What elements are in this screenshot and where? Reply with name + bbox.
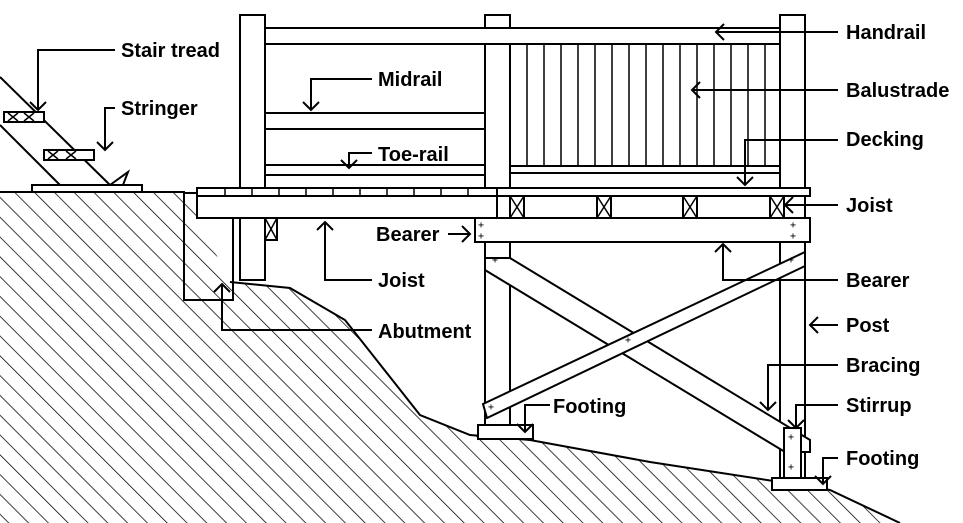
label-bearer-left: Bearer bbox=[376, 224, 440, 246]
label-bracing: Bracing bbox=[846, 355, 920, 377]
right-post bbox=[779, 14, 806, 486]
label-bearer-right: Bearer bbox=[846, 270, 910, 292]
label-toe-rail: Toe-rail bbox=[378, 144, 449, 166]
label-handrail: Handrail bbox=[846, 22, 926, 44]
ground-fill bbox=[0, 192, 900, 523]
label-post: Post bbox=[846, 315, 890, 337]
bracing: + + + + + bbox=[481, 250, 811, 453]
decking-left bbox=[196, 187, 498, 197]
balustrade bbox=[509, 43, 781, 167]
svg-text:+: + bbox=[478, 220, 484, 231]
stair bbox=[0, 76, 143, 193]
label-stirrup: Stirrup bbox=[846, 395, 912, 417]
footing-left bbox=[477, 424, 534, 440]
label-joist-right: Joist bbox=[846, 195, 893, 217]
svg-text:+: + bbox=[790, 231, 796, 242]
svg-text:+: + bbox=[625, 335, 631, 346]
decking-top-right bbox=[509, 165, 781, 174]
footing-right bbox=[771, 477, 828, 491]
label-midrail: Midrail bbox=[378, 69, 442, 91]
joist-ends-right bbox=[509, 195, 785, 219]
svg-text:+: + bbox=[492, 255, 498, 266]
toe-rail bbox=[264, 164, 486, 176]
leader-lines bbox=[29, 23, 838, 486]
midrail bbox=[264, 112, 486, 130]
bearer bbox=[474, 217, 811, 243]
decking-right bbox=[496, 187, 811, 197]
svg-text:+: + bbox=[488, 402, 494, 413]
label-stringer: Stringer bbox=[121, 98, 198, 120]
label-balustrade: Balustrade bbox=[846, 80, 949, 102]
label-joist-left: Joist bbox=[378, 270, 425, 292]
label-decking: Decking bbox=[846, 129, 924, 151]
svg-text:+: + bbox=[788, 255, 794, 266]
stair-base-plate bbox=[31, 184, 143, 193]
svg-text:+: + bbox=[788, 432, 794, 443]
label-footing-right: Footing bbox=[846, 448, 919, 470]
left-rear-post bbox=[239, 14, 266, 281]
svg-text:+: + bbox=[790, 220, 796, 231]
handrail bbox=[264, 27, 781, 45]
svg-text:+: + bbox=[788, 462, 794, 473]
decking-boards-left bbox=[224, 188, 469, 196]
label-stair-tread: Stair tread bbox=[121, 40, 220, 62]
label-footing-left: Footing bbox=[553, 396, 626, 418]
stair-tread-block bbox=[3, 111, 45, 123]
label-abutment: Abutment bbox=[378, 321, 472, 343]
svg-text:+: + bbox=[478, 231, 484, 242]
joist-left bbox=[196, 195, 498, 219]
